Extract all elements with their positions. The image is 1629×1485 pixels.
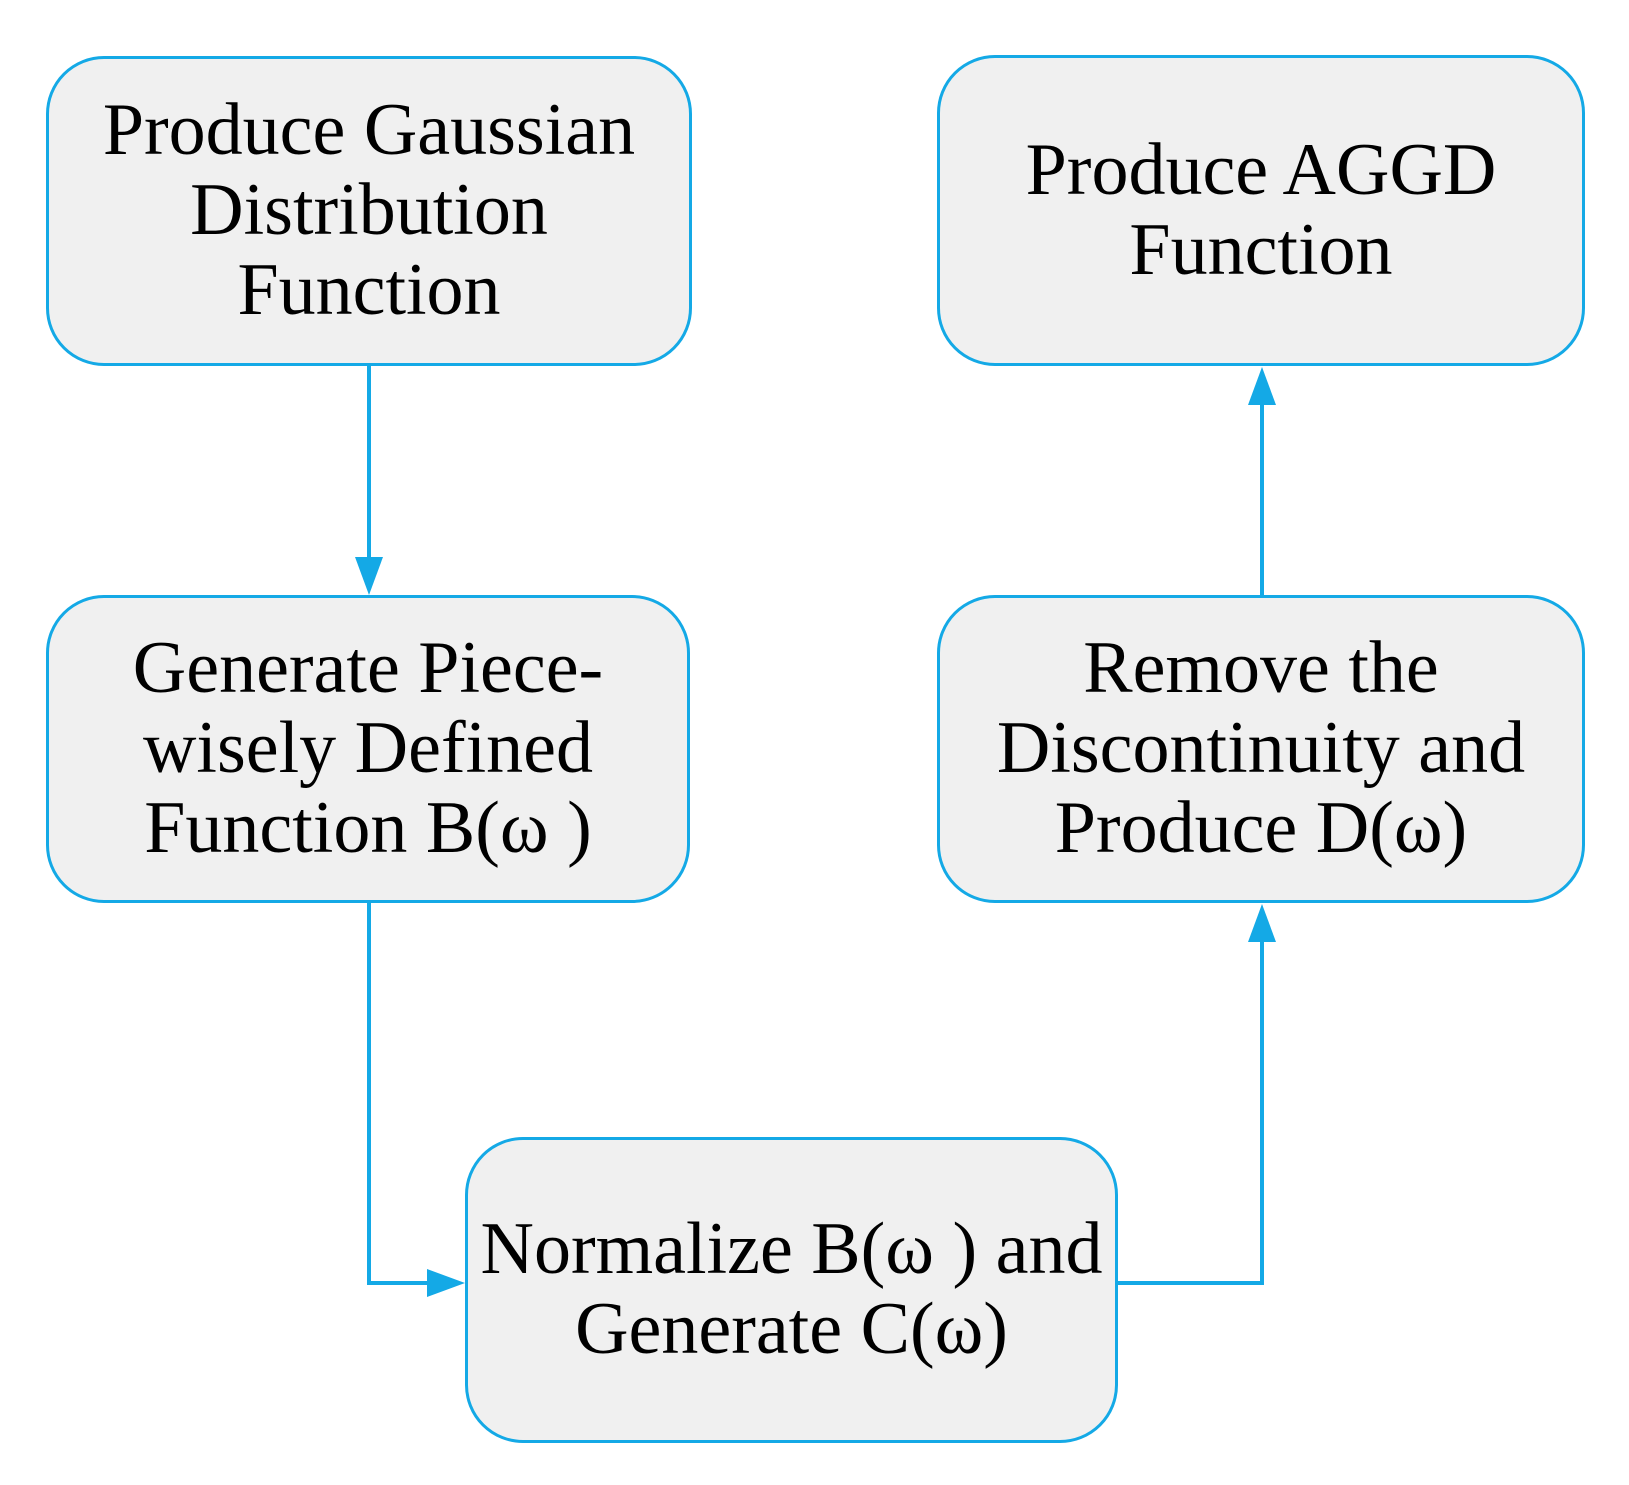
node-generate-piecewise-label: Generate Piece- wisely Defined Function … <box>132 627 604 869</box>
node-produce-aggd-label: Produce AGGD Function <box>1025 128 1497 291</box>
arrow-remove-discontinuity-to-produce-aggd <box>1248 367 1276 595</box>
node-produce-gaussian: Produce Gaussian Distribution Function <box>46 56 692 366</box>
arrow-produce-gaussian-to-generate-piecewise <box>355 366 383 595</box>
arrow-generate-piecewise-to-normalize-b <box>367 903 465 1297</box>
node-remove-discontinuity-label: Remove the Discontinuity and Produce D(ω… <box>996 627 1526 869</box>
node-produce-gaussian-label: Produce Gaussian Distribution Function <box>102 89 636 331</box>
node-normalize-b: Normalize B(ω ) and Generate C(ω) <box>465 1137 1118 1443</box>
node-generate-piecewise: Generate Piece- wisely Defined Function … <box>46 595 690 903</box>
node-normalize-b-label: Normalize B(ω ) and Generate C(ω) <box>480 1208 1103 1370</box>
arrow-normalize-b-to-remove-discontinuity <box>1118 904 1276 1285</box>
node-remove-discontinuity: Remove the Discontinuity and Produce D(ω… <box>937 595 1585 903</box>
node-produce-aggd: Produce AGGD Function <box>937 55 1585 366</box>
